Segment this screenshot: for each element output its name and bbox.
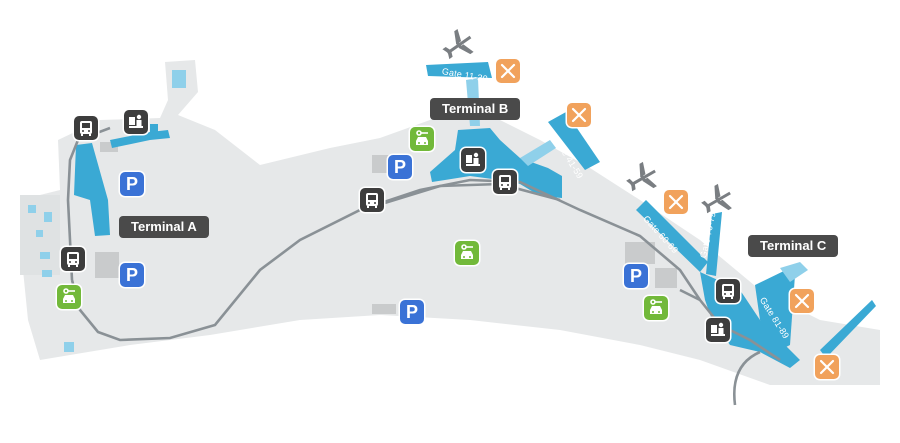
terminal-c-pier-70 <box>706 212 722 276</box>
car-rental-icon[interactable] <box>644 296 668 320</box>
restaurant-icon[interactable] <box>790 289 814 313</box>
parking-glyph: P <box>125 264 138 285</box>
building-grey <box>372 155 392 173</box>
terminal-b-pier-east <box>548 112 600 170</box>
building-grey <box>95 252 119 278</box>
terminal-a-pier <box>110 130 170 148</box>
building-small <box>172 70 186 88</box>
parking-glyph: P <box>125 173 138 194</box>
terminal-a-label[interactable]: Terminal A <box>119 216 209 238</box>
terminal-c-connector <box>780 262 808 282</box>
parking-icon[interactable]: P <box>400 300 424 324</box>
car-rental-icon[interactable] <box>455 241 479 265</box>
airport-road-ramp <box>679 288 701 302</box>
building-small <box>28 205 36 213</box>
building-small <box>44 212 52 222</box>
building-grey <box>372 304 396 314</box>
parking-glyph: P <box>405 301 418 322</box>
building-small <box>40 252 50 259</box>
terminal-c-pier-60 <box>636 200 708 272</box>
terminal-c-pier-81 <box>755 268 795 350</box>
parking-icon[interactable]: P <box>120 172 144 196</box>
parking-icon[interactable]: P <box>624 264 648 288</box>
restaurant-icon[interactable] <box>664 190 688 214</box>
car-rental-icon[interactable] <box>410 127 434 151</box>
building-small <box>36 230 43 237</box>
passport-control-icon[interactable] <box>461 148 485 172</box>
building-grey <box>655 268 677 288</box>
restaurant-icon[interactable] <box>496 59 520 83</box>
restaurant-icon[interactable] <box>815 355 839 379</box>
building-grey <box>100 142 118 152</box>
building-small <box>64 342 74 352</box>
terminal-b-main <box>430 128 562 198</box>
parking-icon[interactable]: P <box>120 263 144 287</box>
terminal-a-pier <box>150 124 158 134</box>
car-rental-icon[interactable] <box>57 285 81 309</box>
terminal-b-connector-east <box>520 140 556 166</box>
building-small <box>42 270 52 277</box>
parking-icon[interactable]: P <box>388 155 412 179</box>
passport-control-icon[interactable] <box>124 110 148 134</box>
restaurant-icon[interactable] <box>567 103 591 127</box>
bus-icon[interactable] <box>716 279 740 303</box>
terminal-c-pier-southeast <box>820 300 876 358</box>
terminal-a-building <box>74 143 110 236</box>
airplane-icon <box>626 161 657 192</box>
terminal-c-label[interactable]: Terminal C <box>748 235 839 257</box>
airport-road-exit <box>733 350 761 406</box>
terminal-b-pier-north <box>426 62 492 78</box>
terminal-b-label[interactable]: Terminal B <box>430 98 521 120</box>
airport-road-inner <box>377 182 561 207</box>
bus-icon[interactable] <box>493 170 517 194</box>
parking-glyph: P <box>393 156 406 177</box>
bus-icon[interactable] <box>61 247 85 271</box>
airplane-icon <box>442 28 474 60</box>
airplane-icon <box>701 183 732 214</box>
building-grey <box>625 242 655 264</box>
parking-glyph: P <box>629 265 642 286</box>
bus-icon[interactable] <box>360 188 384 212</box>
passport-control-icon[interactable] <box>706 318 730 342</box>
bus-icon[interactable] <box>74 116 98 140</box>
